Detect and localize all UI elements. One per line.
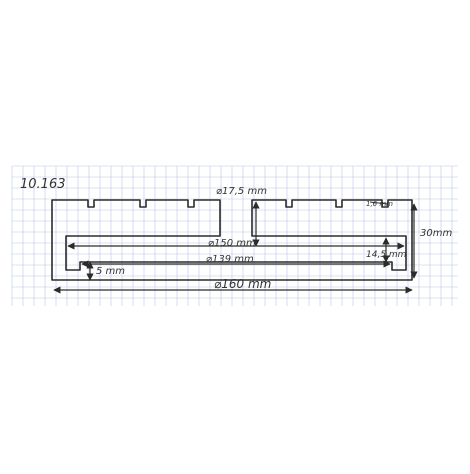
label-height: 30mm bbox=[420, 228, 452, 239]
part-number: 10.163 bbox=[20, 177, 66, 192]
label-slot-diameter: ⌀17,5 mm bbox=[216, 186, 267, 197]
label-step-height: 14,5 mm bbox=[366, 250, 407, 260]
label-diameter-150: ⌀150 mm bbox=[208, 238, 256, 249]
part-outline bbox=[51, 199, 413, 281]
label-small: 1,6 mm bbox=[366, 200, 393, 208]
label-outer-diameter: ⌀160 mm bbox=[214, 277, 271, 291]
label-lip: 5 mm bbox=[96, 266, 125, 277]
label-diameter-139: ⌀139 mm bbox=[206, 254, 254, 265]
small-dim-line bbox=[369, 201, 389, 205]
